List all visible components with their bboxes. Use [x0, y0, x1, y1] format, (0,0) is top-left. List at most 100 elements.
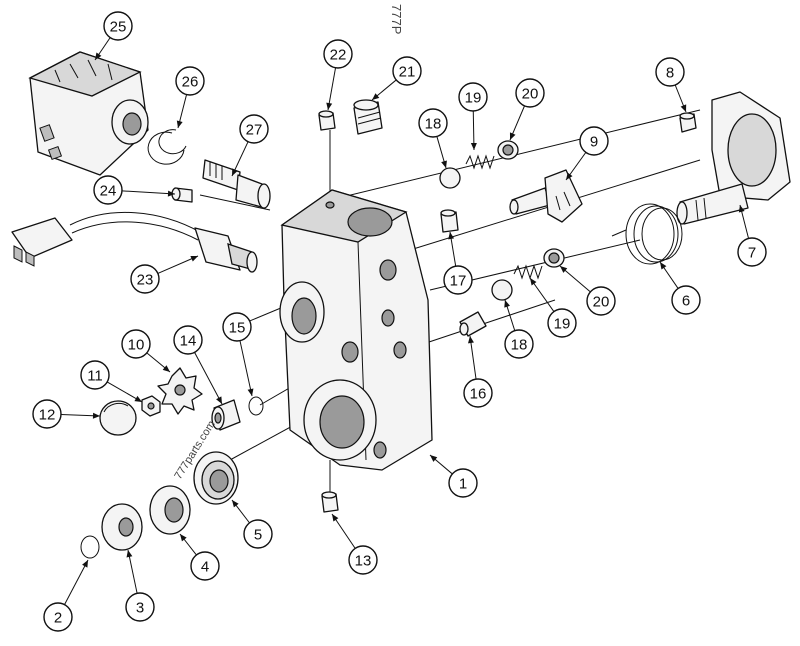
callout-27: 27 [239, 114, 269, 144]
callout-number: 16 [470, 386, 487, 403]
part-5-bearing [193, 451, 239, 505]
callout-circle [443, 265, 473, 295]
callout-number: 4 [201, 559, 209, 576]
callout-circle [418, 108, 448, 138]
callout-number: 8 [666, 65, 674, 82]
callout-arrowhead-13 [332, 514, 339, 522]
part-14-valve-insert [211, 399, 241, 431]
callout-circle [392, 56, 422, 86]
part-4-seal [149, 485, 191, 535]
callout-number: 19 [465, 90, 482, 107]
callout-arrowhead-23 [190, 256, 198, 262]
callout-circle [243, 519, 273, 549]
callout-3: 3 [125, 592, 155, 622]
callout-circle [586, 286, 616, 316]
callout-leader-3 [127, 549, 138, 594]
callout-circle [504, 329, 534, 359]
callout-number: 21 [399, 64, 416, 81]
callout-19: 19 [547, 308, 577, 338]
callout-19: 19 [458, 82, 488, 112]
part-6-torsion-spring [611, 203, 683, 265]
callout-arrowhead-27 [232, 168, 238, 176]
callout-number: 7 [748, 245, 756, 262]
callout-circle [130, 264, 160, 294]
callout-number: 1 [459, 476, 467, 493]
callout-arrowhead-18 [441, 160, 447, 168]
callout-number: 19 [554, 316, 571, 333]
callout-circle [458, 82, 488, 112]
callout-18: 18 [418, 108, 448, 138]
callout-arrowhead-8 [680, 104, 687, 112]
callout-circle [43, 602, 73, 632]
callout-circle [80, 360, 110, 390]
part-13-bleed-screw [321, 491, 339, 513]
callout-number: 17 [450, 273, 467, 290]
callout-circle [671, 285, 701, 315]
callout-arrowhead-6 [660, 262, 667, 270]
callout-arrowhead-25 [95, 52, 102, 60]
callout-24: 24 [93, 175, 123, 205]
callout-circle [222, 312, 252, 342]
callout-20: 20 [586, 286, 616, 316]
callout-6: 6 [671, 285, 701, 315]
callout-arrowhead-26 [176, 120, 183, 128]
part-2-retaining-ring [80, 535, 100, 559]
callout-circle [190, 551, 220, 581]
callout-arrowhead-4 [180, 534, 187, 542]
callout-number: 5 [254, 527, 262, 544]
callout-arrowhead-1 [430, 455, 438, 462]
callout-23: 23 [130, 264, 160, 294]
part-24-small-fitting [171, 187, 193, 203]
callout-circle [579, 126, 609, 156]
callout-leader-24 [121, 190, 176, 195]
callout-circle [463, 378, 493, 408]
callout-number: 22 [330, 47, 347, 64]
part-26-snap-ring [147, 129, 187, 165]
callout-25: 25 [103, 11, 133, 41]
callout-arrowhead-20 [560, 266, 568, 273]
callout-arrowhead-2 [82, 560, 88, 568]
callout-arrowhead-19 [530, 278, 537, 286]
callout-circle [93, 175, 123, 205]
callout-leader-2 [64, 559, 89, 605]
callout-10: 10 [121, 329, 151, 359]
callout-number: 3 [136, 600, 144, 617]
callout-number: 20 [522, 86, 539, 103]
callout-circle [175, 66, 205, 96]
part-16-spool [459, 311, 487, 337]
part-25-solenoid-coil [28, 51, 149, 176]
callout-arrowhead-19 [470, 142, 477, 150]
callout-11: 11 [80, 360, 110, 390]
callout-9: 9 [579, 126, 609, 156]
callout-leader-23 [157, 255, 199, 274]
callout-arrowhead-22 [326, 102, 333, 110]
callout-leader-15 [239, 340, 253, 397]
callout-1: 1 [448, 468, 478, 498]
callout-4: 4 [190, 551, 220, 581]
callout-arrowhead-18 [504, 300, 510, 308]
part-19-spring-upper [465, 154, 495, 170]
callout-20: 20 [515, 78, 545, 108]
callout-circle [103, 11, 133, 41]
callout-13: 13 [348, 545, 378, 575]
callout-arrowhead-15 [247, 388, 254, 396]
callout-number: 9 [590, 134, 598, 151]
callout-arrowhead-3 [126, 550, 133, 558]
callout-arrowhead-24 [167, 190, 175, 197]
part-8-pin [679, 112, 697, 133]
callout-circle [239, 114, 269, 144]
callout-16: 16 [463, 378, 493, 408]
callout-number: 2 [54, 610, 62, 627]
part-9-cam-lever [509, 169, 583, 223]
callout-15: 15 [222, 312, 252, 342]
part-27-solenoid-stem [202, 159, 271, 209]
callout-number: 11 [87, 368, 103, 385]
part-21-large-plug [353, 99, 383, 135]
part-7-cover-shaft [676, 91, 791, 225]
callout-circle [125, 592, 155, 622]
callout-circle [515, 78, 545, 108]
callout-leader-22 [327, 67, 337, 111]
part-23-pressure-sensor [11, 211, 258, 273]
part-18-ball-lower [491, 279, 513, 301]
